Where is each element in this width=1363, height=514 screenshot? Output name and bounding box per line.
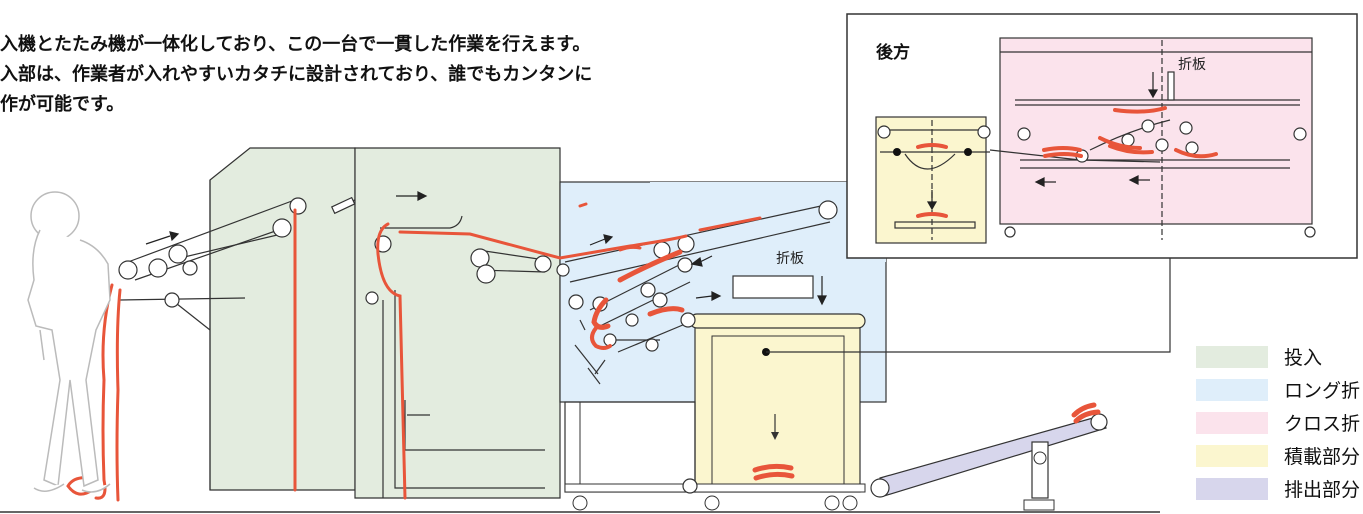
legend-item-long-fold: ロング折 <box>1196 373 1363 403</box>
intro-text: 入機とたたみ機が一体化しており、この一台で一貫した作業を行えます。 入部は、作業… <box>0 30 592 120</box>
legend-item-feed: 投入 <box>1196 340 1363 370</box>
legend-item-exit: 排出部分 <box>1196 472 1363 502</box>
legend-swatch-feed <box>1196 346 1268 368</box>
legend-label-feed: 投入 <box>1284 347 1323 369</box>
feed-section <box>209 147 561 499</box>
intro-line-1: 入機とたたみ機が一体化しており、この一台で一貫した作業を行えます。 <box>0 34 591 55</box>
rollers <box>118 197 838 494</box>
legend-label-exit: 排出部分 <box>1284 479 1361 501</box>
legend-swatch-long-fold <box>1196 379 1268 401</box>
exit-conveyor <box>870 402 1108 511</box>
base-frame <box>564 401 866 511</box>
legend-swatch-exit <box>1196 478 1268 500</box>
fold-blade-icon <box>330 196 356 215</box>
legend-label-stacking: 積載部分 <box>1284 446 1361 468</box>
legend-label-long-fold: ロング折 <box>1284 380 1361 402</box>
legend-item-stacking: 積載部分 <box>1196 439 1363 469</box>
legend: 投入 ロング折 クロス折 積載部分 排出部分 <box>1196 340 1363 505</box>
intro-line-2: 入部は、作業者が入れやすいカタチに設計されており、誰でもカンタンに <box>0 64 593 85</box>
legend-item-cross-fold: クロス折 <box>1196 406 1363 436</box>
intro-line-3: 作が可能です。 <box>0 94 125 115</box>
inset-title: 後方 <box>876 43 910 63</box>
legend-swatch-cross-fold <box>1196 412 1268 434</box>
fold-plate-label: 折板 <box>776 251 804 267</box>
operator-figure <box>27 191 111 493</box>
inset-fold-plate-label: 折板 <box>1178 57 1206 73</box>
legend-label-cross-fold: クロス折 <box>1284 413 1361 435</box>
legend-swatch-stacking <box>1196 445 1268 467</box>
linen-paths <box>66 202 762 502</box>
flow-arrows <box>145 191 827 306</box>
